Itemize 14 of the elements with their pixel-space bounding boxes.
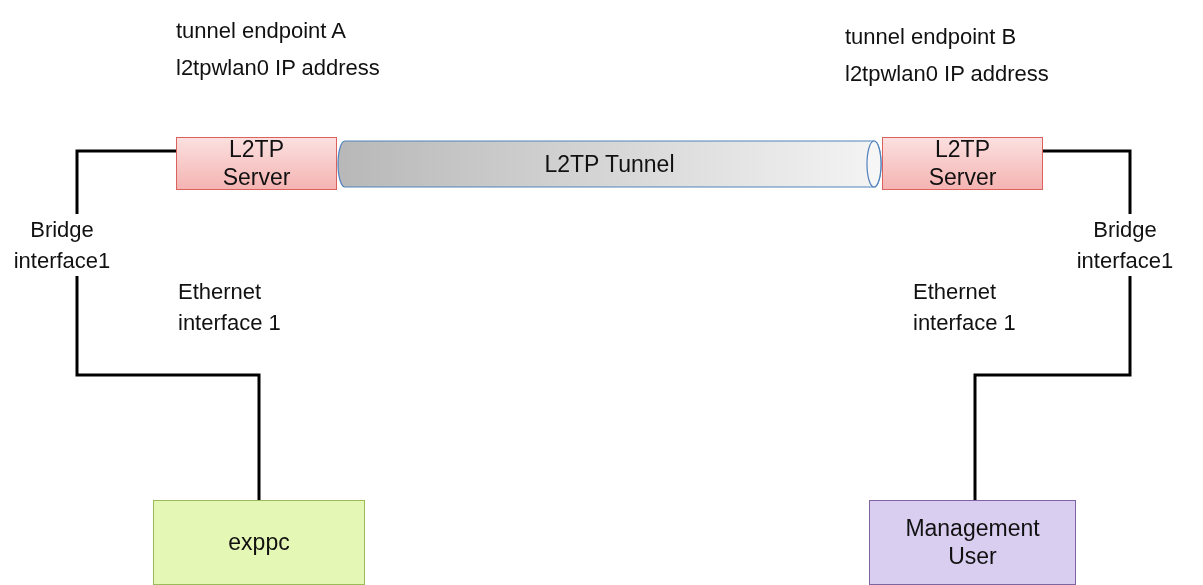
host-box	[153, 500, 365, 585]
node-label: L2TP Tunnel	[544, 150, 675, 178]
node-label: exppc	[228, 528, 290, 557]
node-label: L2TP Server	[927, 135, 998, 192]
node-label: Management User	[904, 514, 1041, 571]
tunnel-cylinder	[337, 140, 882, 188]
server-box	[176, 137, 337, 190]
connector-line	[75, 149, 261, 500]
server-box	[882, 137, 1043, 190]
node-label: L2TP Server	[221, 135, 292, 192]
endpoint-caption: tunnel endpoint B l2tpwlan0 IP address	[845, 23, 1050, 88]
connector-line	[973, 149, 1132, 500]
user-box	[869, 500, 1076, 585]
endpoint-caption: tunnel endpoint A l2tpwlan0 IP address	[176, 17, 381, 82]
